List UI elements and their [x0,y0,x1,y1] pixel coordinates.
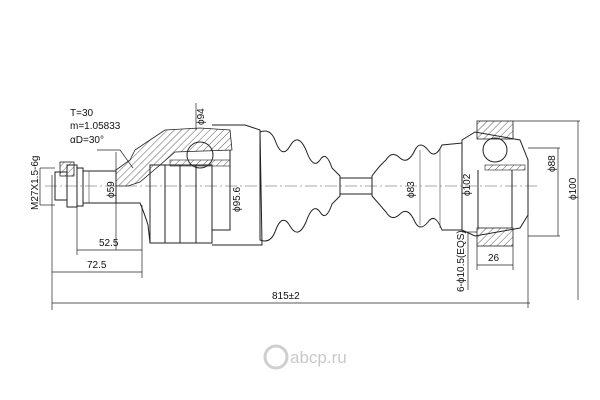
dia-outer-joint-top: ϕ94 [196,108,207,125]
dia-inner-joint: ϕ102 [462,173,473,196]
outer-boot [259,130,341,242]
dia-flange-inner: ϕ88 [547,155,558,172]
spec-pressure-angle: αD=30° [70,135,104,146]
svg-text:abcp.ru: abcp.ru [290,348,347,367]
dia-inner-boot: ϕ83 [406,181,417,198]
watermark-logo: abcp.ru [263,344,347,370]
inner-boot [371,142,463,231]
outer-cv-joint [115,124,263,246]
dia-flange-outer: ϕ100 [568,177,579,200]
thread-label: M27X1.5-6g [30,156,41,210]
inner-cv-joint [461,120,529,247]
bolt-holes-label: 6-ϕ10.5(EQS) [456,230,467,292]
stub-shaft [54,161,117,208]
dia-outer-joint: ϕ95.6 [232,186,243,212]
dimension-lines [39,103,580,310]
spec-teeth: T=30 [70,108,94,119]
length-stub-total: 72.5 [87,260,107,271]
spec-module: m=1.05833 [70,121,121,132]
dia-stub: ϕ59 [106,181,117,198]
length-stub: 52.5 [99,238,119,249]
length-flange: 26 [488,253,500,264]
length-overall: 815±2 [272,291,300,302]
